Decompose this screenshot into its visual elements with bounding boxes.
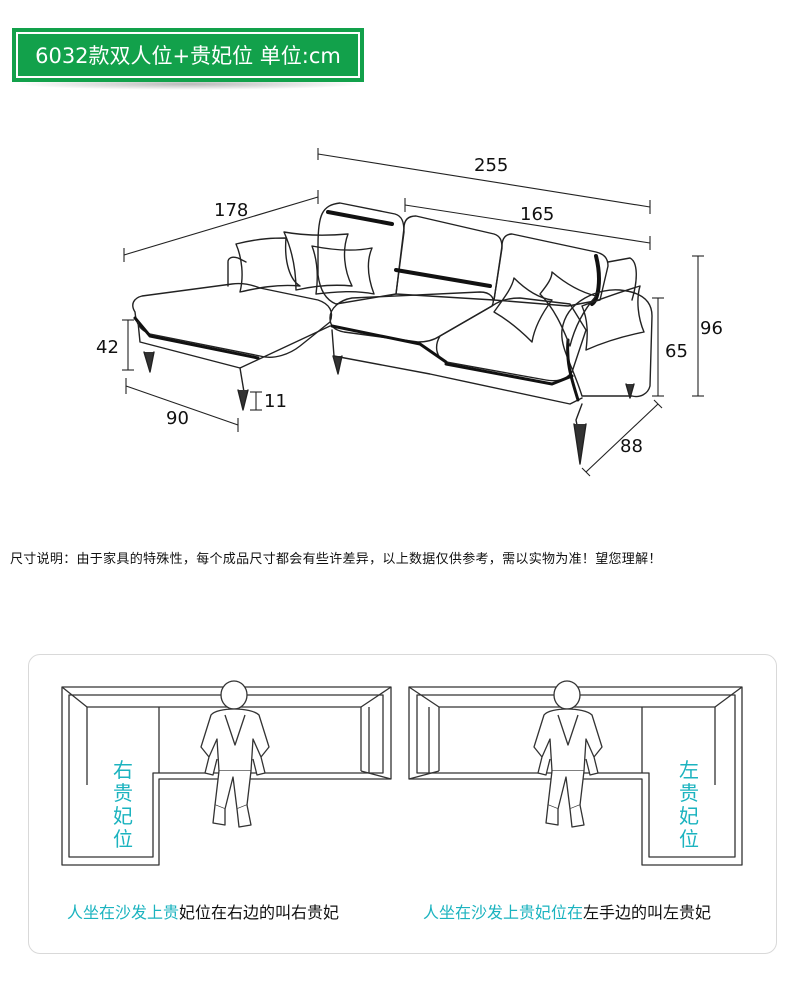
left-chaise-sofa-plan bbox=[408, 686, 743, 866]
dim-seat-width: 165 bbox=[520, 204, 554, 225]
chaise-cushion bbox=[132, 282, 333, 358]
dim-leg-height: 11 bbox=[264, 391, 287, 412]
right-chaise-sofa-plan bbox=[61, 686, 392, 866]
plan-view-drawings bbox=[61, 680, 743, 866]
pillow-5 bbox=[539, 271, 597, 347]
back-cushion-right bbox=[493, 233, 609, 307]
title-banner: 6032款双人位+贵妃位 单位:cm bbox=[12, 28, 364, 82]
pillow-6 bbox=[581, 285, 645, 351]
back-cushion-middle bbox=[395, 215, 503, 301]
dim-chaise-length: 178 bbox=[214, 200, 248, 221]
dim-chaise-depth: 90 bbox=[166, 408, 189, 429]
title-banner-frame: 6032款双人位+贵妃位 单位:cm bbox=[16, 32, 360, 78]
seat-cushion-right bbox=[435, 297, 587, 382]
right-chaise-caption: 人坐在沙发上贵妃位在右边的叫右贵妃 bbox=[67, 899, 339, 923]
dim-back-height: 96 bbox=[700, 318, 723, 339]
pillow-1 bbox=[235, 237, 301, 293]
dim-seat-height: 42 bbox=[96, 337, 119, 358]
dim-arm-height: 65 bbox=[665, 341, 688, 362]
pillow-4 bbox=[493, 277, 553, 343]
pillow-3 bbox=[311, 245, 375, 295]
dim-overall-length: 255 bbox=[474, 155, 508, 176]
back-cushion-left bbox=[317, 202, 405, 305]
sofa-dimension-drawing: 255 178 165 96 65 42 90 11 88 bbox=[96, 148, 723, 477]
seated-person-right bbox=[533, 680, 603, 828]
left-chaise-caption: 人坐在沙发上贵妃位在左手边的叫左贵妃 bbox=[423, 899, 711, 923]
left-chaise-label: 左贵妃位 bbox=[679, 758, 699, 851]
pillow-2 bbox=[283, 231, 353, 291]
right-chaise-caption-rest: 妃位在右边的叫右贵妃 bbox=[179, 903, 340, 922]
size-disclaimer: 尺寸说明：由于家具的特殊性，每个成品尺寸都会有些许差异，以上数据仅供参考，需以实… bbox=[10, 552, 662, 567]
left-chaise-caption-highlight: 人坐在沙发上贵妃位在 bbox=[423, 903, 584, 922]
left-chaise-caption-rest: 左手边的叫左贵妃 bbox=[583, 903, 712, 922]
seat-cushion-left bbox=[329, 291, 494, 343]
right-chaise-label: 右贵妃位 bbox=[113, 758, 133, 851]
right-chaise-caption-highlight: 人坐在沙发上贵 bbox=[67, 903, 180, 922]
chaise-side-explanation-panel: 右贵妃位 左贵妃位 人坐在沙发上贵妃位在右边的叫右贵妃 人坐在沙发上贵妃位在左手… bbox=[28, 654, 777, 954]
right-arm bbox=[561, 289, 653, 398]
page-title: 6032款双人位+贵妃位 单位:cm bbox=[35, 44, 341, 68]
seated-person-left bbox=[200, 680, 270, 828]
dim-depth: 88 bbox=[620, 436, 643, 457]
